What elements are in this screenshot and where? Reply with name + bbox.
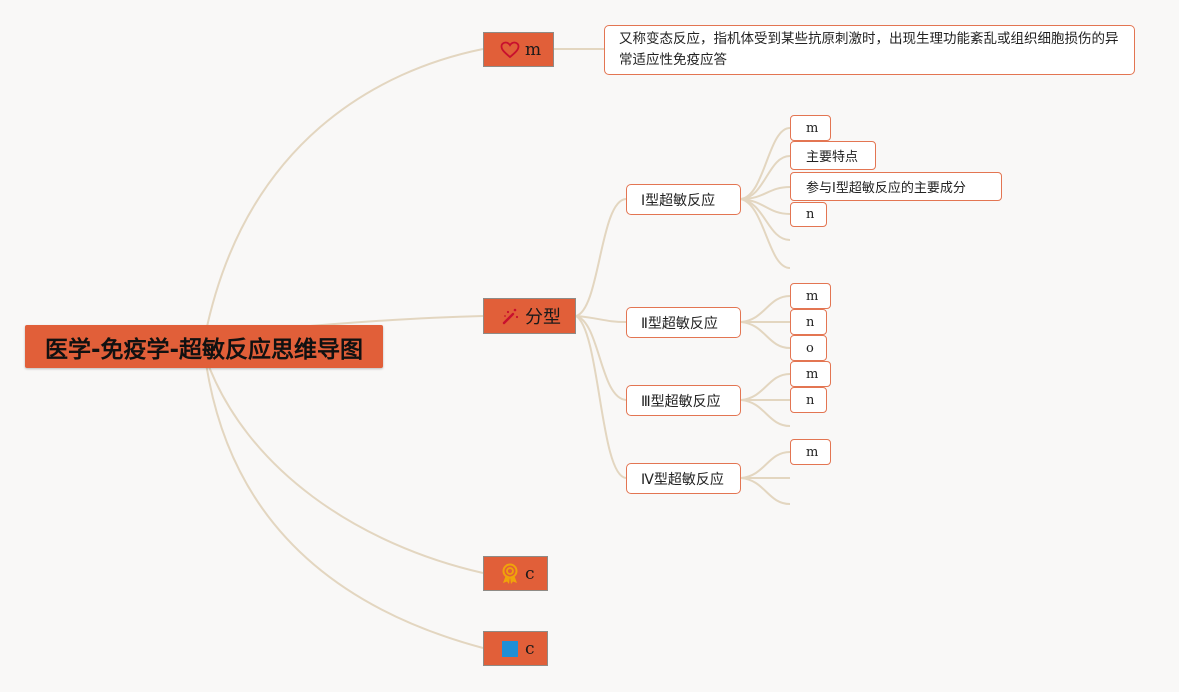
branch-4[interactable]: c xyxy=(483,631,548,666)
type-1-child-n[interactable]: n xyxy=(790,202,827,227)
root-topic[interactable]: 医学-免疫学-超敏反应思维导图 xyxy=(25,325,383,368)
branch-classification-label: 分型 xyxy=(525,307,561,328)
type-2-node[interactable]: Ⅱ型超敏反应 xyxy=(626,307,741,338)
award-ribbon-icon xyxy=(500,563,520,584)
root-title: 医学-免疫学-超敏反应思维导图 xyxy=(44,336,364,363)
branch-3-label: c xyxy=(525,563,535,584)
type-2-child-o[interactable]: o xyxy=(790,335,827,361)
wand-icon xyxy=(500,306,520,326)
type-1-child-m[interactable]: m xyxy=(790,115,831,141)
definition-text-node[interactable]: 又称变态反应，指机体受到某些抗原刺激时，出现生理功能紊乱或组织细胞损伤的异常适应… xyxy=(604,25,1135,75)
type-4-node[interactable]: Ⅳ型超敏反应 xyxy=(626,463,741,494)
type-1-label: Ⅰ型超敏反应 xyxy=(641,192,716,209)
type-2-child-m[interactable]: m xyxy=(790,283,831,309)
type-4-label: Ⅳ型超敏反应 xyxy=(641,471,724,488)
branch-classification[interactable]: 分型 xyxy=(483,298,576,334)
type-1-node[interactable]: Ⅰ型超敏反应 xyxy=(626,184,741,215)
branch-4-label: c xyxy=(525,638,535,659)
type-1-child-components[interactable]: 参与Ⅰ型超敏反应的主要成分 xyxy=(790,172,1002,201)
blue-square-icon xyxy=(500,639,520,659)
type-3-child-m[interactable]: m xyxy=(790,361,831,387)
type-2-label: Ⅱ型超敏反应 xyxy=(641,315,718,332)
type-4-child-m[interactable]: m xyxy=(790,439,831,465)
type-2-child-n[interactable]: n xyxy=(790,309,827,335)
definition-text: 又称变态反应，指机体受到某些抗原刺激时，出现生理功能紊乱或组织细胞损伤的异常适应… xyxy=(619,31,1119,68)
type-3-node[interactable]: Ⅲ型超敏反应 xyxy=(626,385,741,416)
type-3-child-n[interactable]: n xyxy=(790,387,827,413)
branch-definition[interactable]: m xyxy=(483,32,554,67)
heart-icon xyxy=(500,40,520,60)
branch-3[interactable]: c xyxy=(483,556,548,591)
branch-definition-label: m xyxy=(525,39,542,60)
type-3-label: Ⅲ型超敏反应 xyxy=(641,393,721,410)
type-1-child-features[interactable]: 主要特点 xyxy=(790,141,876,170)
